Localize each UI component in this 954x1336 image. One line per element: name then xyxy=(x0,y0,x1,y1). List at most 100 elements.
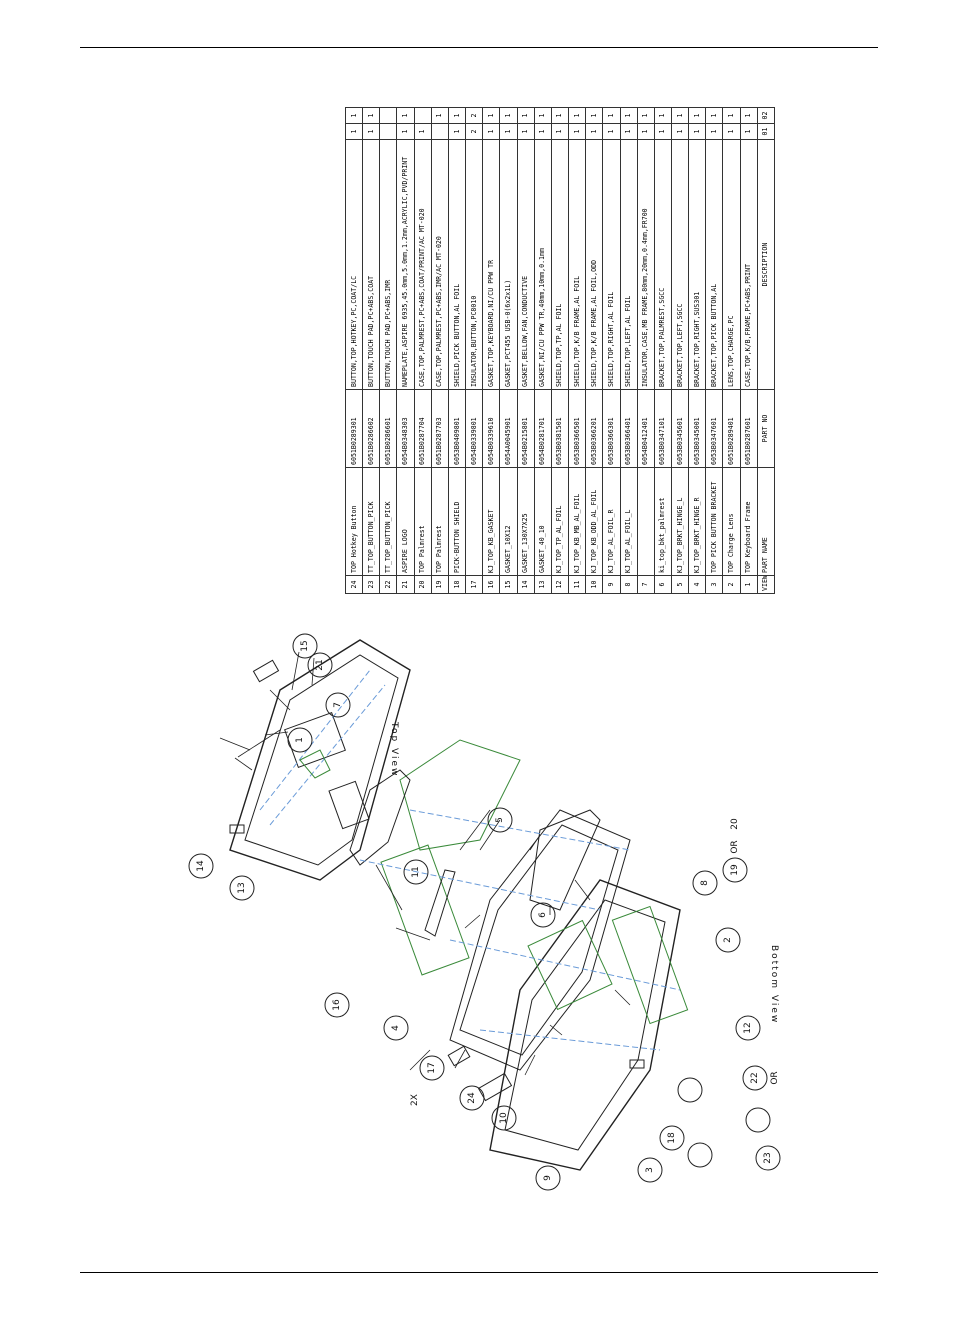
bom-item: 19 xyxy=(431,575,449,594)
bom-part-name xyxy=(637,467,655,576)
bom-part-name: KJ_TOP_KB_ODD_AL_FOIL xyxy=(585,467,603,576)
bom-qty-02: 1 xyxy=(362,107,380,124)
bom-item: 10 xyxy=(585,575,603,594)
bom-qty-02: 1 xyxy=(705,107,723,124)
callout-20: 20 xyxy=(730,818,740,830)
bom-description: SHIELD,TOP,K/B FRAME,AL FOIL xyxy=(568,139,586,390)
bom-description: BUTTON,TOP,HOTKEY,PC,COAT/LC xyxy=(345,139,363,390)
bom-part-no: 6053B0347601 xyxy=(705,389,723,468)
bom-part-no: 6054A0045901 xyxy=(499,389,518,468)
bom-qty-01: 1 xyxy=(499,123,518,140)
bom-qty-02: 1 xyxy=(602,107,620,124)
bom-part-no: 6053B0366501 xyxy=(568,389,586,468)
callout-10: 10 xyxy=(499,1112,509,1124)
header-rule xyxy=(80,47,878,48)
header-description: DESCRIPTION xyxy=(757,139,775,390)
bom-item: 17 xyxy=(465,575,483,594)
bom-part-no: 6051B0287601 xyxy=(740,389,758,468)
bom-item: 20 xyxy=(414,575,432,594)
callout-2: 2 xyxy=(723,937,733,943)
bom-qty-02: 1 xyxy=(534,107,552,124)
bom-part-no: 6053B0345001 xyxy=(688,389,706,468)
bom-part-name: KJ_TOP_TP_AL_FOIL xyxy=(551,467,569,576)
bom-qty-01: 1 xyxy=(551,123,569,140)
bom-description: BRACKET,TOP,LEFT,SGCC xyxy=(671,139,689,390)
callout-7: 7 xyxy=(333,702,343,708)
bom-part-name: TOP Hotkey Button xyxy=(345,467,363,576)
bom-item: 2 xyxy=(722,575,741,594)
header-qty-02: 02 xyxy=(757,107,775,124)
bom-qty-01: 1 xyxy=(602,123,620,140)
bom-item: 21 xyxy=(396,575,415,594)
bom-qty-02: 1 xyxy=(517,107,535,124)
callout-16: 16 xyxy=(332,999,342,1011)
bom-qty-01 xyxy=(379,123,397,140)
bom-qty-02: 1 xyxy=(396,107,415,124)
bom-part-no: 6053B0347101 xyxy=(654,389,672,468)
bom-part-name: KJ_TOP_BRKT_HINGE_L xyxy=(671,467,689,576)
bom-description: BRACKET,TOP,PALMREST,SGCC xyxy=(654,139,672,390)
bom-qty-02: 1 xyxy=(671,107,689,124)
bom-part-no: 6054B0412401 xyxy=(637,389,655,468)
exploded-view-drawing: 1 7 21 15 14 13 11 5 6 16 4 17 2X 24 10 … xyxy=(188,633,781,1191)
bom-item: 3 xyxy=(705,575,723,594)
bom-description: SHIELD,TOP,LEFT,AL FOIL xyxy=(620,139,638,390)
callout-1: 1 xyxy=(295,737,305,743)
bom-qty-01: 1 xyxy=(482,123,500,140)
bom-item: 23 xyxy=(362,575,380,594)
bom-qty-01: 1 xyxy=(671,123,689,140)
bom-item: 1 xyxy=(740,575,758,594)
bom-qty-01: 1 xyxy=(654,123,672,140)
bom-description: SHIELD,PICK BUTTON,AL FOIL xyxy=(448,139,466,390)
bom-part-name: ki_top_bkt_palmrest xyxy=(654,467,672,576)
bom-qty-02: 1 xyxy=(499,107,518,124)
bom-qty-02: 1 xyxy=(722,107,741,124)
bom-qty-01: 1 xyxy=(448,123,466,140)
callout-19: 19 xyxy=(730,864,740,876)
bom-part-name: TOP Charge Lens xyxy=(722,467,741,576)
bom-description: INSULATOR,BUTTON,PC8010 xyxy=(465,139,483,390)
callout-or-22-23: OR xyxy=(770,1071,780,1084)
bom-part-name: KJ_TOP_BRKT_HINGE_R xyxy=(688,467,706,576)
bom-part-name: ASPIRE LOGO xyxy=(396,467,415,576)
bom-part-no: 6053B0345601 xyxy=(671,389,689,468)
bom-description: GASKET,TOP,KEYBOARD,NI/CU PPW TR xyxy=(482,139,500,390)
bom-description: GASKET,PCT455 USB-0(6x2x1L) xyxy=(499,139,518,390)
bom-qty-02: 1 xyxy=(620,107,638,124)
bom-qty-01: 1 xyxy=(345,123,363,140)
bom-qty-02 xyxy=(414,107,432,124)
callout-8: 8 xyxy=(700,880,710,886)
bom-qty-01: 1 xyxy=(517,123,535,140)
footer-rule xyxy=(80,1272,878,1273)
header-part-no: PART NO xyxy=(757,389,775,468)
callout-14: 14 xyxy=(196,860,206,872)
bom-part-name: KJ_TOP_KB_GASKET xyxy=(482,467,500,576)
bom-item: 6 xyxy=(654,575,672,594)
bom-part-no: 6054B0215801 xyxy=(517,389,535,468)
bom-qty-01: 1 xyxy=(568,123,586,140)
bom-qty-01: 1 xyxy=(637,123,655,140)
callout-6: 6 xyxy=(538,912,548,918)
bom-part-no: 6053B0366201 xyxy=(585,389,603,468)
bom-header-row: VIEW PART NAME PART NO DESCRIPTION 01 02 xyxy=(757,107,775,594)
bom-qty-02 xyxy=(379,107,397,124)
bom-description: CASE,TOP,PALMREST,PC+ABS,COAT/PRINT/AC M… xyxy=(414,139,432,390)
callout-15: 15 xyxy=(300,640,310,651)
bom-qty-01: 1 xyxy=(534,123,552,140)
bom-item: 7 xyxy=(637,575,655,594)
top-view-label: Top View xyxy=(389,721,399,777)
bom-part-name: KJ_TOP_AL_FOIL_L xyxy=(620,467,638,576)
bom-description: SHIELD,TOP,RIGHT,AL FOIL xyxy=(602,139,620,390)
bom-item: 15 xyxy=(499,575,518,594)
bom-part-name: TOP Keyboard Frame xyxy=(740,467,758,576)
callout-12: 12 xyxy=(743,1022,753,1033)
